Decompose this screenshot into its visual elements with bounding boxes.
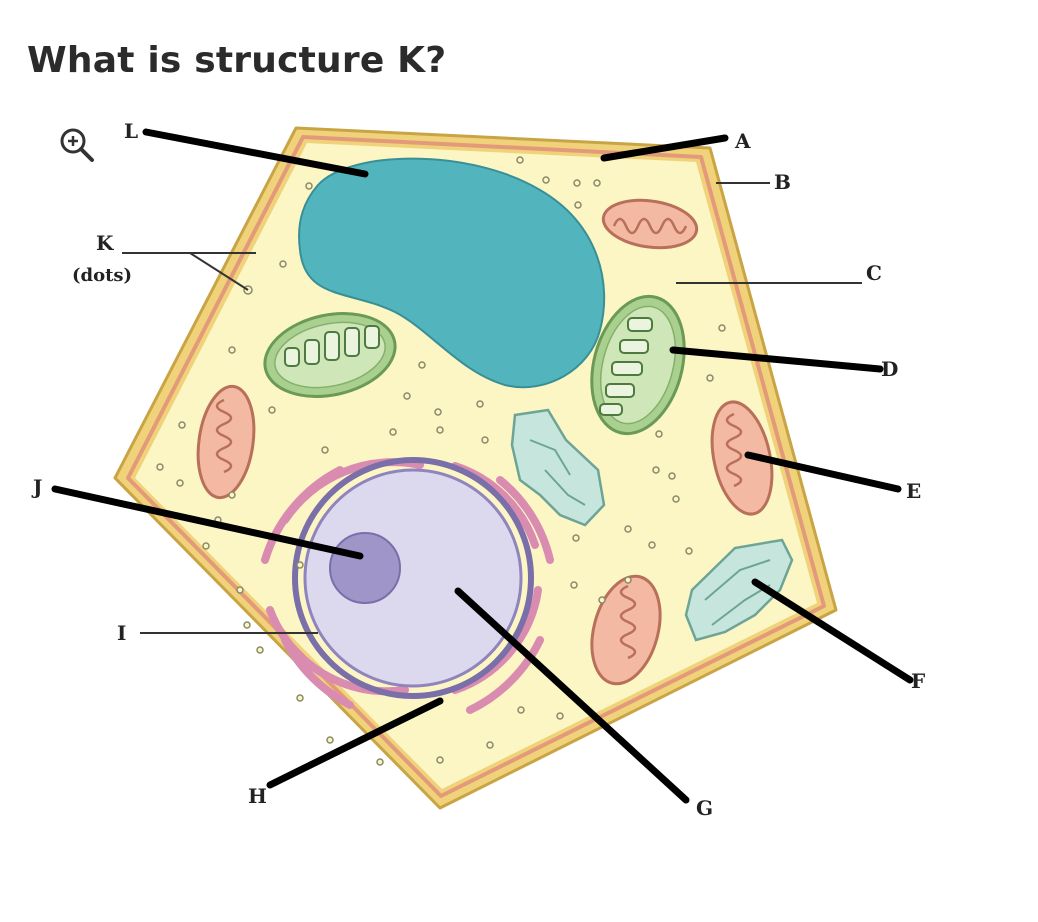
mitochondrion-bottom	[590, 574, 662, 686]
label-l: L	[124, 119, 138, 143]
label-b: B	[774, 170, 791, 194]
zoom-in-button[interactable]	[58, 125, 98, 165]
label-d: D	[881, 357, 898, 381]
label-lines-thin	[122, 182, 862, 634]
label-a: A	[734, 129, 751, 153]
label-j: J	[31, 475, 42, 499]
golgi-apparatus-upper	[510, 408, 606, 527]
central-vacuole	[298, 157, 606, 389]
label-h: H	[248, 784, 267, 808]
nucleolus	[329, 532, 401, 604]
mitochondrion-right	[710, 400, 774, 516]
cytoplasm-dots	[156, 156, 726, 766]
label-i: I	[117, 621, 126, 645]
label-lines-thick	[51, 128, 914, 804]
label-c: C	[866, 261, 882, 285]
chloroplast-right	[590, 294, 686, 436]
label-g: G	[696, 796, 713, 820]
label-e: E	[906, 479, 921, 503]
nucleus	[292, 457, 534, 699]
zoom-in-icon	[60, 128, 94, 162]
chloroplast-left	[263, 312, 397, 398]
label-k: K	[96, 231, 114, 255]
label-k-note: (dots)	[72, 265, 132, 286]
mitochondrion-left	[196, 384, 256, 500]
mitochondrion-top-right	[601, 198, 699, 250]
label-f: F	[911, 669, 925, 693]
question-title: What is structure K?	[27, 40, 447, 81]
